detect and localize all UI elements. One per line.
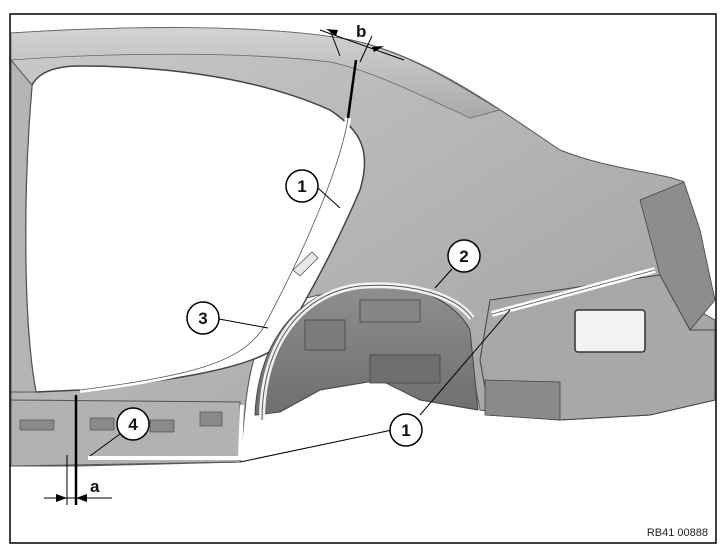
dimension-a-label: a (90, 477, 100, 496)
leader-2 (434, 268, 453, 289)
figure-code: RB41 00888 (647, 527, 708, 539)
dimension-a-arrow-right (76, 494, 87, 502)
callout-1-top: 1 (285, 169, 319, 203)
rocker-slot-2 (89, 417, 115, 431)
callout-4: 4 (116, 407, 150, 441)
leader-1-top (317, 187, 341, 209)
cut-line-c-pillar-outline (79, 117, 349, 391)
tail-light-recess (639, 181, 716, 331)
rocker-slot-1 (19, 419, 55, 431)
rear-floor-box (484, 379, 561, 421)
cut-line-fender-outline (491, 269, 656, 315)
c-pillar-bracket (292, 251, 319, 277)
arch-bracket (304, 319, 346, 351)
callout-3: 3 (186, 301, 220, 335)
dimension-b-line (319, 29, 405, 61)
arch-bracket-upper (359, 299, 421, 323)
rear-access-hole (574, 309, 646, 353)
callout-2-label: 2 (459, 247, 468, 266)
dimension-b-cut-mark (346, 59, 358, 119)
callout-4-label: 4 (128, 415, 138, 434)
leader-3 (218, 318, 269, 329)
leader-1-bottom-a (239, 429, 393, 463)
wheel-arch-outline (261, 284, 473, 421)
dimension-b-arrow-right (372, 46, 384, 52)
callout-1-top-label: 1 (297, 177, 306, 196)
rocker-slot-3 (149, 419, 175, 433)
dimension-b-extension-right (359, 35, 373, 63)
leader-1-bottom-b (419, 309, 511, 416)
leader-4 (89, 433, 121, 457)
callout-1-bottom-label: 1 (401, 421, 410, 440)
rocker-slot-4 (199, 411, 223, 427)
callout-3-label: 3 (198, 309, 207, 328)
callout-1-bottom: 1 (389, 413, 423, 447)
dimension-b-arrow-left (326, 29, 338, 36)
arch-bracket-lower (369, 354, 441, 384)
dimension-b-label: b (356, 22, 366, 41)
callout-2: 2 (447, 239, 481, 273)
sill-cut-line (88, 404, 244, 460)
b-pillar (10, 58, 37, 393)
dimension-a-arrow-left (56, 494, 67, 502)
